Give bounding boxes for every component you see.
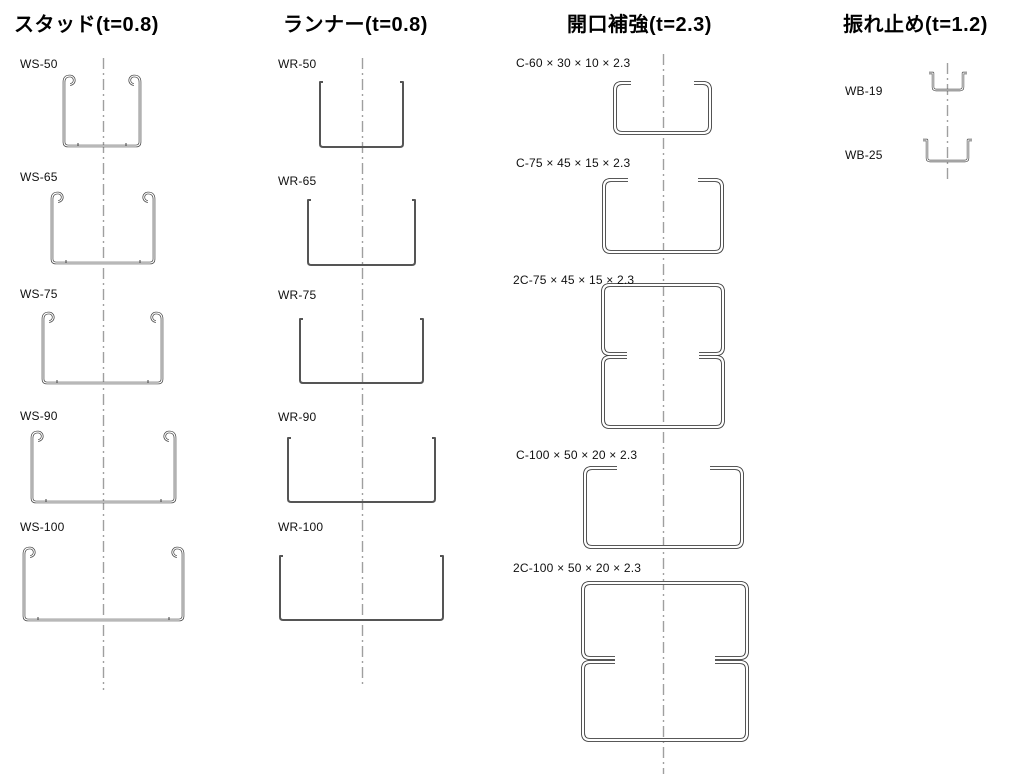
channel-label-2c-75: 2C-75 × 45 × 15 × 2.3 xyxy=(513,273,635,287)
runner-label-wr-65: WR-65 xyxy=(278,174,317,188)
figure-ws-90 xyxy=(30,430,177,504)
ws-65-web-ribs xyxy=(65,260,141,263)
stud-label-ws-100: WS-100 xyxy=(20,520,65,534)
wb-19-core xyxy=(929,72,967,91)
2c-75-lower-core xyxy=(601,355,725,429)
c-60-outline xyxy=(613,81,712,135)
wr-100-outline xyxy=(279,555,444,621)
ws-75-outline xyxy=(41,311,164,385)
ws-100-web-ribs xyxy=(37,617,170,620)
figure-wb-19 xyxy=(929,71,967,92)
runner-label-wr-100: WR-100 xyxy=(278,520,324,534)
ws-90-core xyxy=(31,431,176,503)
ws-65-core xyxy=(51,192,155,264)
wb-25-core xyxy=(923,139,972,162)
figure-c-100 xyxy=(583,466,744,549)
2c-100-lower-core xyxy=(581,660,749,742)
ws-50-core xyxy=(63,75,141,147)
c-100-core xyxy=(583,466,744,549)
figure-wb-25 xyxy=(923,138,972,163)
runner-label-wr-75: WR-75 xyxy=(278,288,317,302)
figure-ws-75 xyxy=(41,311,164,385)
ws-50-web-ribs xyxy=(77,143,127,146)
column-header-runners: ランナー(t=0.8) xyxy=(283,14,428,36)
column-header-studs: スタッド(t=0.8) xyxy=(14,14,159,36)
channel-label-2c-100: 2C-100 × 50 × 20 × 2.3 xyxy=(513,561,642,575)
figure-wr-65 xyxy=(307,199,416,266)
bracing-label-wb-25: WB-25 xyxy=(845,148,883,162)
wr-90-outline xyxy=(287,437,436,503)
stud-label-ws-65: WS-65 xyxy=(20,170,58,184)
2c-75-upper-core xyxy=(601,283,725,356)
wr-50-outline xyxy=(319,81,404,148)
figure-wr-90 xyxy=(287,437,436,503)
channel-label-c-75: C-75 × 45 × 15 × 2.3 xyxy=(516,156,631,170)
figure-c-75 xyxy=(602,178,724,254)
figure-2c-75 xyxy=(601,283,725,429)
figure-ws-100 xyxy=(22,546,185,622)
figure-wr-50 xyxy=(319,81,404,148)
stud-label-ws-50: WS-50 xyxy=(20,57,58,71)
figure-wr-100 xyxy=(279,555,444,621)
2c-100-upper-outline xyxy=(581,581,749,660)
c-60-core xyxy=(613,81,712,135)
wr-75-outline xyxy=(299,318,424,384)
c-75-core xyxy=(602,178,724,254)
runner-label-wr-50: WR-50 xyxy=(278,57,317,71)
figure-ws-50 xyxy=(62,74,142,148)
stud-label-ws-90: WS-90 xyxy=(20,409,58,423)
2c-100-upper-core xyxy=(581,581,749,660)
channel-label-c-100: C-100 × 50 × 20 × 2.3 xyxy=(516,448,638,462)
figure-wr-75 xyxy=(299,318,424,384)
figure-c-60 xyxy=(613,81,712,135)
bracing-label-wb-19: WB-19 xyxy=(845,84,883,98)
ws-75-core xyxy=(42,312,163,384)
channel-label-c-60: C-60 × 30 × 10 × 2.3 xyxy=(516,56,631,70)
figure-2c-100 xyxy=(581,581,749,742)
ws-75-web-ribs xyxy=(56,380,149,383)
ws-50-outline xyxy=(62,74,142,148)
ws-90-web-ribs xyxy=(45,499,162,502)
column-header-bracing: 振れ止め(t=1.2) xyxy=(843,14,988,36)
column-header-opening-reinforcement: 開口補強(t=2.3) xyxy=(567,14,712,36)
wr-65-outline xyxy=(307,199,416,266)
figure-ws-65 xyxy=(50,191,156,265)
centerlines xyxy=(102,54,949,774)
ws-100-core xyxy=(23,547,184,621)
runner-label-wr-90: WR-90 xyxy=(278,410,317,424)
2c-100-lower-outline xyxy=(581,660,749,742)
stud-label-ws-75: WS-75 xyxy=(20,287,58,301)
